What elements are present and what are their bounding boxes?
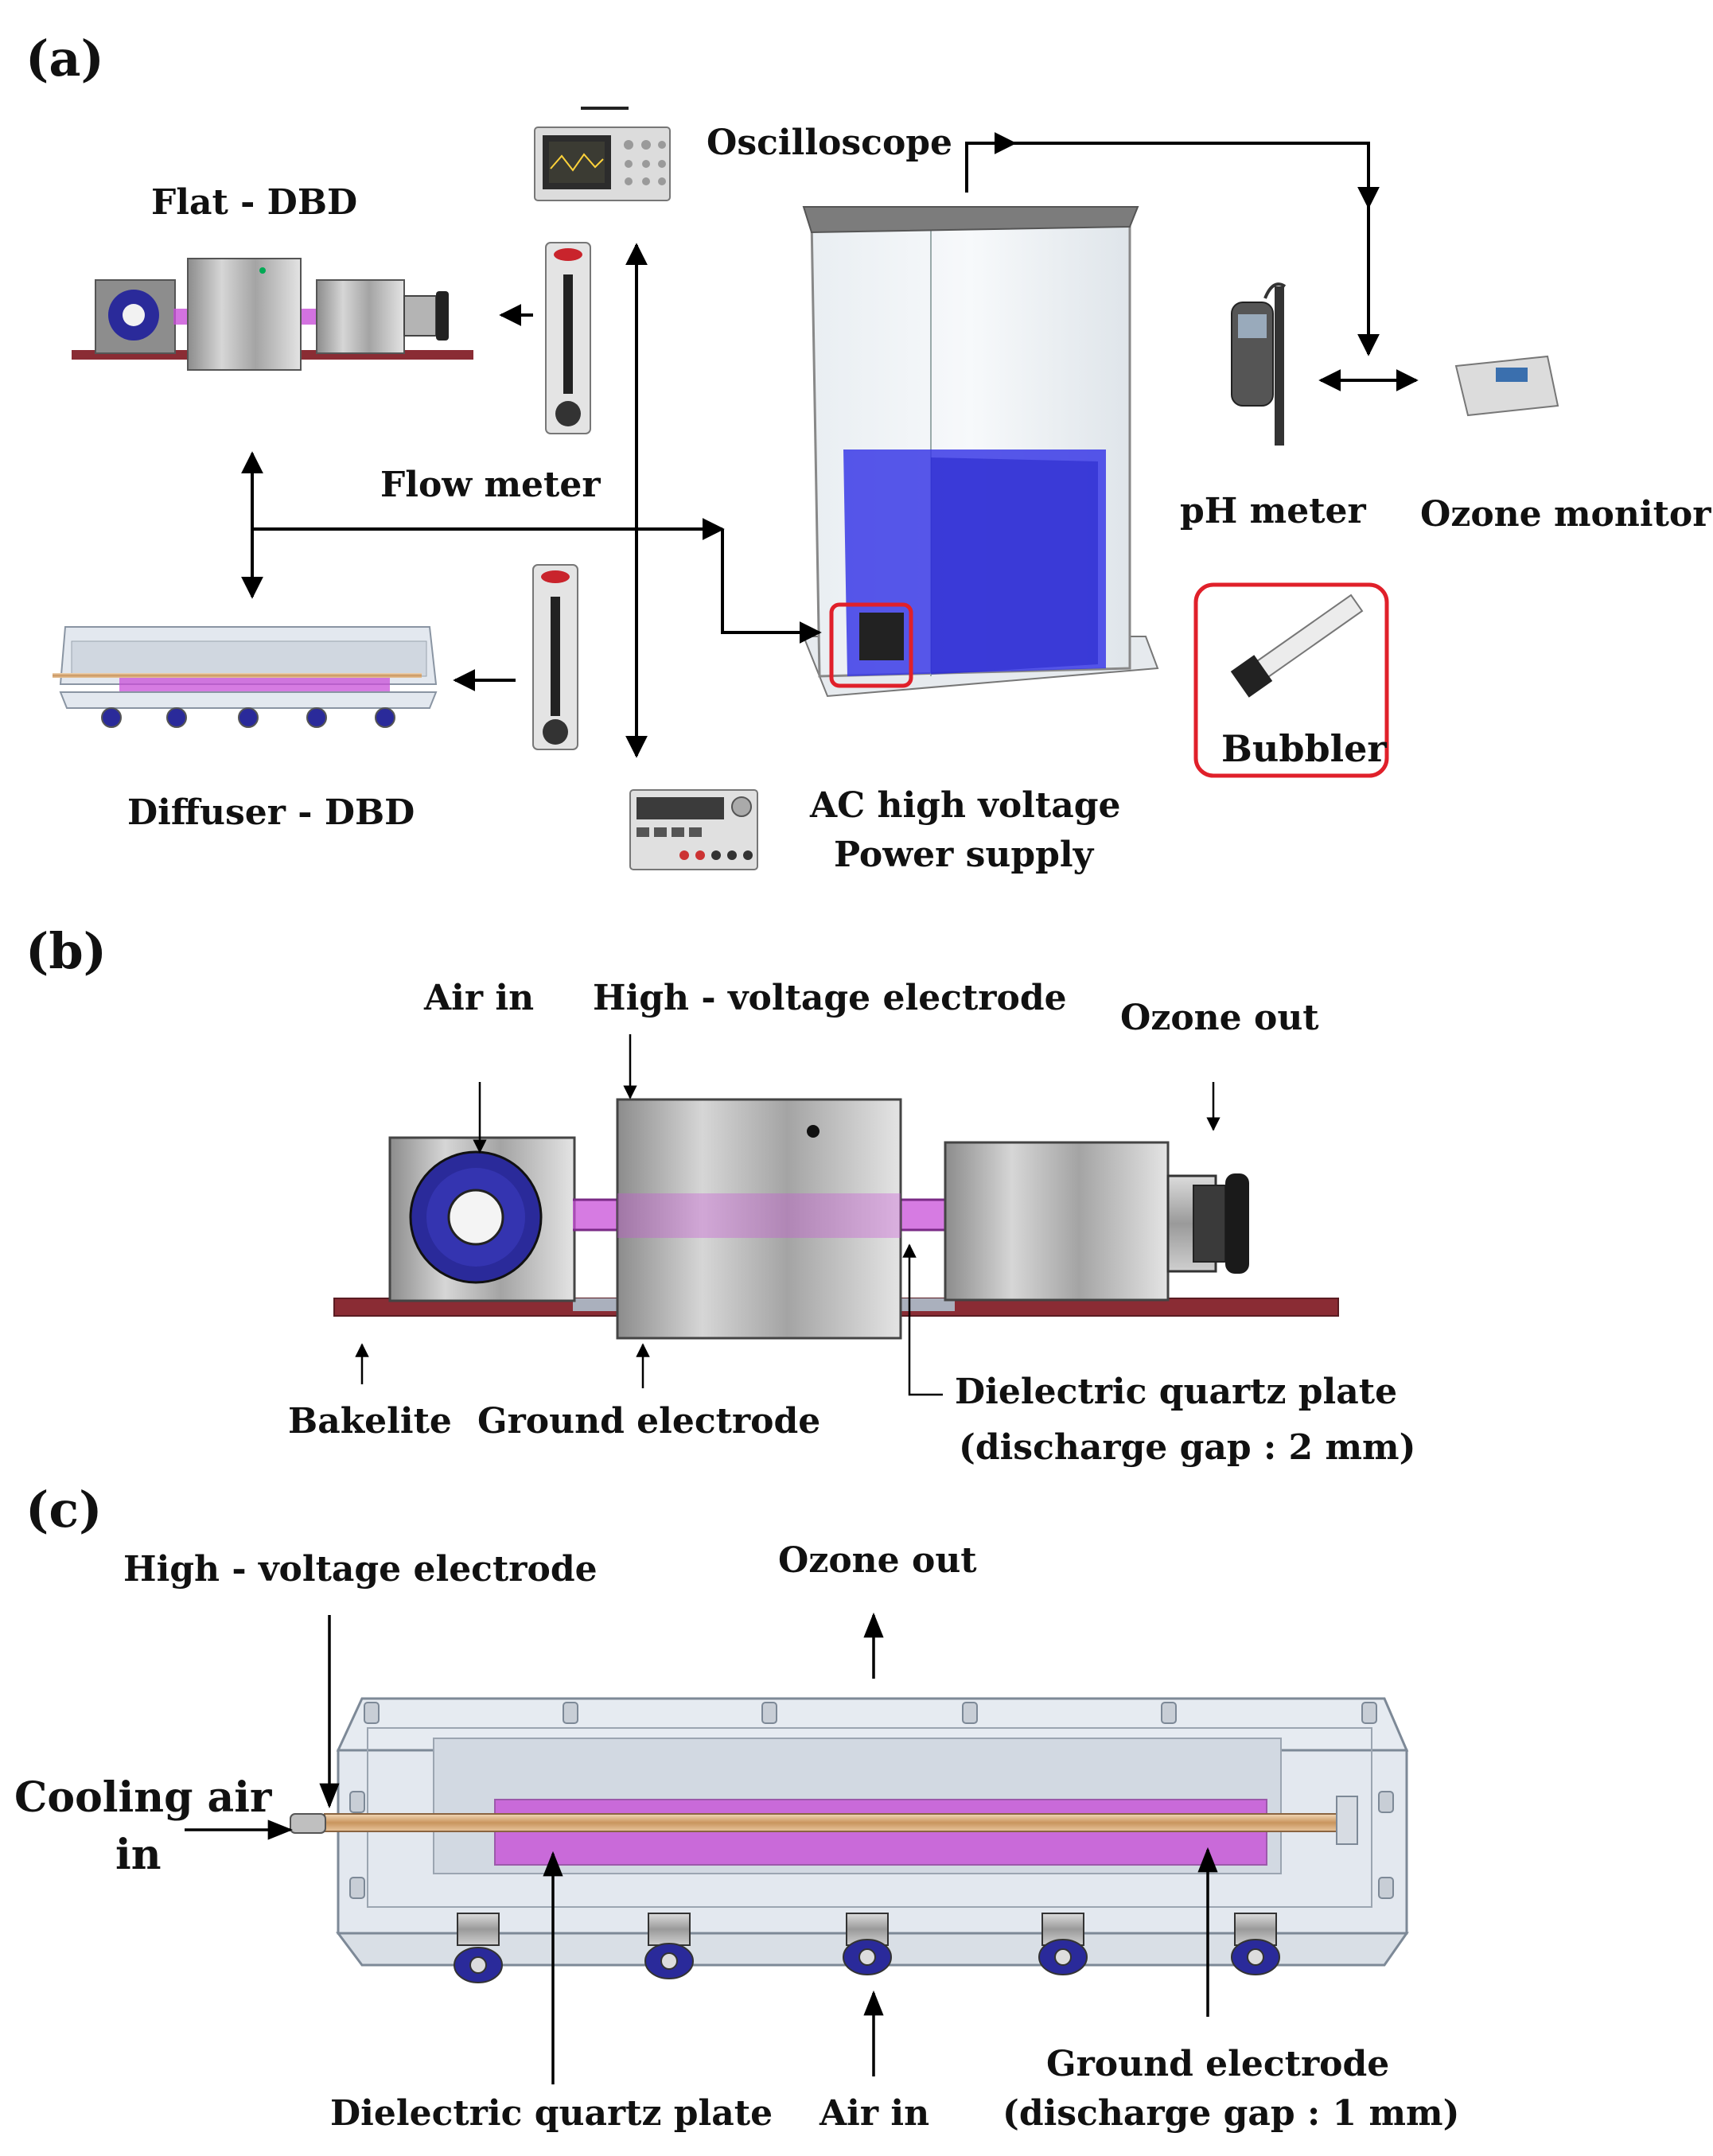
panel-a-art <box>53 107 1559 870</box>
c-ground-electrode-label-line2: (discharge gap : 1 mm) <box>1002 2093 1460 2134</box>
flow-meter-bottom <box>532 564 578 750</box>
dielectric-plate-label-line1: Dielectric quartz plate <box>955 1372 1398 1412</box>
c-dielectric-plate-label: Dielectric quartz plate <box>330 2093 773 2134</box>
ozone-out-label: Ozone out <box>1120 998 1319 1038</box>
flat-dbd-label: Flat - DBD <box>151 182 358 223</box>
connection-lines <box>241 132 1419 758</box>
ph-meter-label: pH meter <box>1180 491 1366 531</box>
cooling-air-label-line1: Cooling air <box>14 1773 272 1822</box>
panel-a-label: (a) <box>25 29 104 88</box>
panel-c-art <box>185 1612 1409 2084</box>
ozone-monitor-device <box>1454 355 1559 417</box>
power-supply-device <box>629 789 758 870</box>
reactor-tank <box>802 206 1159 698</box>
flow-meter-label: Flow meter <box>380 465 601 505</box>
ground-electrode-label: Ground electrode <box>477 1401 821 1442</box>
oscilloscope-label: Oscilloscope <box>707 123 953 163</box>
ac-power-supply-label-line1: AC high voltage <box>810 785 1121 826</box>
c-hv-electrode-label: High - voltage electrode <box>123 1549 598 1590</box>
c-ground-electrode-label-line1: Ground electrode <box>1046 2044 1390 2084</box>
panel-b-art <box>333 1034 1339 1396</box>
air-in-label: Air in <box>424 978 535 1018</box>
bubbler-device <box>1193 582 1389 778</box>
bubbler-label: Bubbler <box>1221 727 1387 770</box>
ac-power-supply-label-line2: Power supply <box>834 835 1094 875</box>
bakelite-label: Bakelite <box>288 1401 452 1442</box>
oscilloscope-device <box>534 107 671 201</box>
c-ozone-out-label: Ozone out <box>778 1540 977 1581</box>
hv-electrode-label: High - voltage electrode <box>593 978 1067 1018</box>
panel-c-label: (c) <box>25 1481 103 1539</box>
panel-b-label: (b) <box>25 922 107 980</box>
cooling-air-label-line2: in <box>115 1831 162 1879</box>
flow-meter-top <box>545 242 591 434</box>
flat-dbd-device <box>72 258 473 371</box>
c-air-in-label: Air in <box>820 2093 930 2134</box>
dielectric-plate-label-line2: (discharge gap : 2 mm) <box>959 1427 1416 1468</box>
diffuser-dbd-label: Diffuser - DBD <box>127 792 415 833</box>
ph-meter-device <box>1231 282 1287 446</box>
diffuser-dbd-device <box>53 626 438 728</box>
ozone-monitor-label: Ozone monitor <box>1420 494 1711 535</box>
